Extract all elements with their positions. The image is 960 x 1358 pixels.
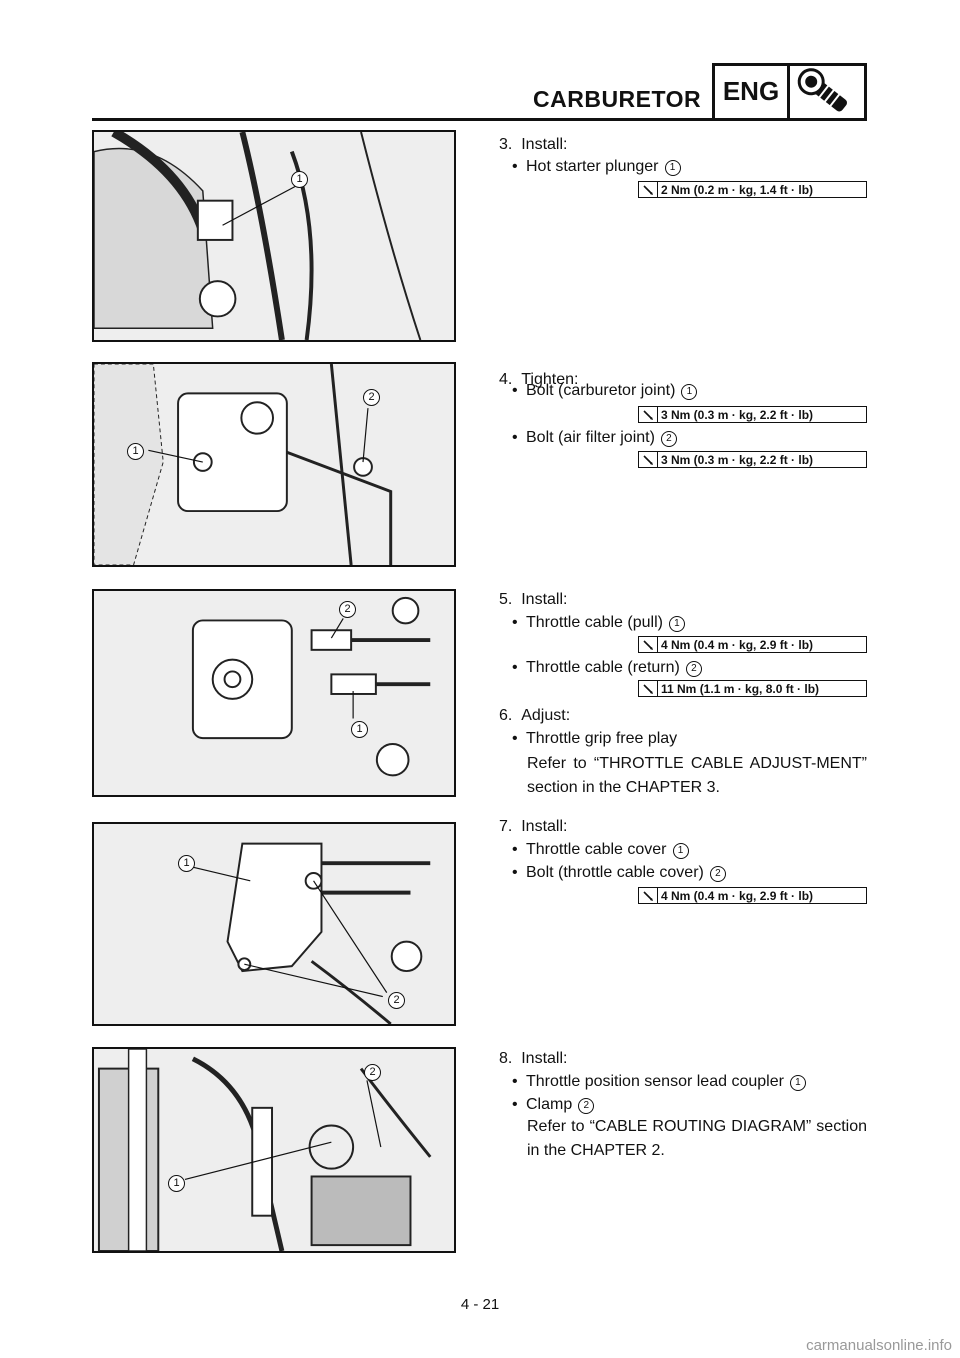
torque-wrench-icon (638, 637, 658, 652)
list-item: •Bolt (throttle cable cover)2 (512, 863, 726, 883)
step-action: Adjust: (521, 707, 571, 724)
step-number: 8. (499, 1050, 513, 1067)
step-number: 4. (499, 371, 513, 388)
callout-2: 2 (339, 601, 356, 618)
section-title: CARBURETOR (533, 86, 702, 112)
step-action: Install: (521, 1050, 568, 1067)
step-action: Tighten: (521, 371, 579, 388)
callout-ref: 1 (681, 384, 698, 400)
list-item: •Bolt (carburetor joint)1 (512, 381, 698, 401)
step-number: 5. (499, 591, 513, 608)
figure-hot-starter-plunger: 1 (92, 130, 456, 342)
callout-1: 1 (168, 1175, 185, 1192)
step-7: 7. Install: (499, 817, 567, 837)
reference-note: Refer to “THROTTLE CABLE ADJUST-MENT” se… (527, 755, 867, 796)
callout-ref: 1 (789, 1075, 806, 1091)
step-action: Install: (521, 591, 568, 608)
figure-throttle-cable-cover: 1 2 (92, 822, 456, 1026)
step-number: 7. (499, 818, 513, 835)
torque-wrench-icon (638, 452, 658, 467)
torque-wrench-icon (638, 681, 658, 696)
callout-1: 1 (351, 721, 368, 738)
callout-ref: 1 (672, 843, 689, 859)
step-action: Install: (521, 818, 568, 835)
page-number: 4 - 21 (460, 1296, 500, 1313)
list-item: •Bolt (air filter joint)2 (512, 428, 677, 448)
step-3: 3. Install: (499, 135, 567, 155)
callout-1: 1 (127, 443, 144, 460)
figure-throttle-position-sensor: 2 1 (92, 1047, 456, 1253)
callout-ref: 2 (578, 1098, 595, 1114)
watermark: carmanualsonline.info (806, 1337, 952, 1354)
torque-spec: 11 Nm (1.1 m · kg, 8.0 ft · lb) (638, 680, 867, 697)
step-number: 3. (499, 136, 513, 153)
torque-wrench-icon (638, 888, 658, 903)
chapter-badge: ENG (712, 63, 790, 118)
callout-ref: 2 (660, 431, 677, 447)
torque-spec: 3 Nm (0.3 m · kg, 2.2 ft · lb) (638, 406, 867, 423)
step-4: 4. Tighten: (499, 370, 578, 390)
list-item: •Throttle cable (pull)1 (512, 613, 685, 633)
step-5: 5. Install: (499, 590, 567, 610)
callout-ref: 2 (685, 661, 702, 677)
reference-note: Refer to “CABLE ROUTING DIAGRAM” section… (527, 1118, 867, 1159)
step-action: Install: (521, 136, 568, 153)
torque-spec: 4 Nm (0.4 m · kg, 2.9 ft · lb) (638, 887, 867, 904)
torque-spec: 2 Nm (0.2 m · kg, 1.4 ft · lb) (638, 181, 867, 198)
step-8: 8. Install: (499, 1049, 567, 1069)
callout-1: 1 (291, 171, 308, 188)
step-number: 6. (499, 707, 513, 724)
step-6: 6. Adjust: (499, 706, 570, 726)
callout-1: 1 (178, 855, 195, 872)
torque-wrench-icon (638, 407, 658, 422)
torque-wrench-icon (638, 182, 658, 197)
list-item: •Throttle cable (return)2 (512, 658, 702, 678)
callout-ref: 1 (668, 616, 685, 632)
torque-spec: 3 Nm (0.3 m · kg, 2.2 ft · lb) (638, 451, 867, 468)
callout-ref: 1 (664, 160, 681, 176)
engine-icon (788, 63, 867, 118)
callout-ref: 2 (709, 866, 726, 882)
figure-throttle-cables: 2 1 (92, 589, 456, 797)
figure-carburetor-joint-bolts: 2 1 (92, 362, 456, 567)
torque-spec: 4 Nm (0.4 m · kg, 2.9 ft · lb) (638, 636, 867, 653)
callout-2: 2 (363, 389, 380, 406)
callout-2: 2 (388, 992, 405, 1009)
callout-2: 2 (364, 1064, 381, 1081)
list-item: •Throttle grip free play (512, 730, 678, 747)
header-rule (92, 118, 867, 121)
